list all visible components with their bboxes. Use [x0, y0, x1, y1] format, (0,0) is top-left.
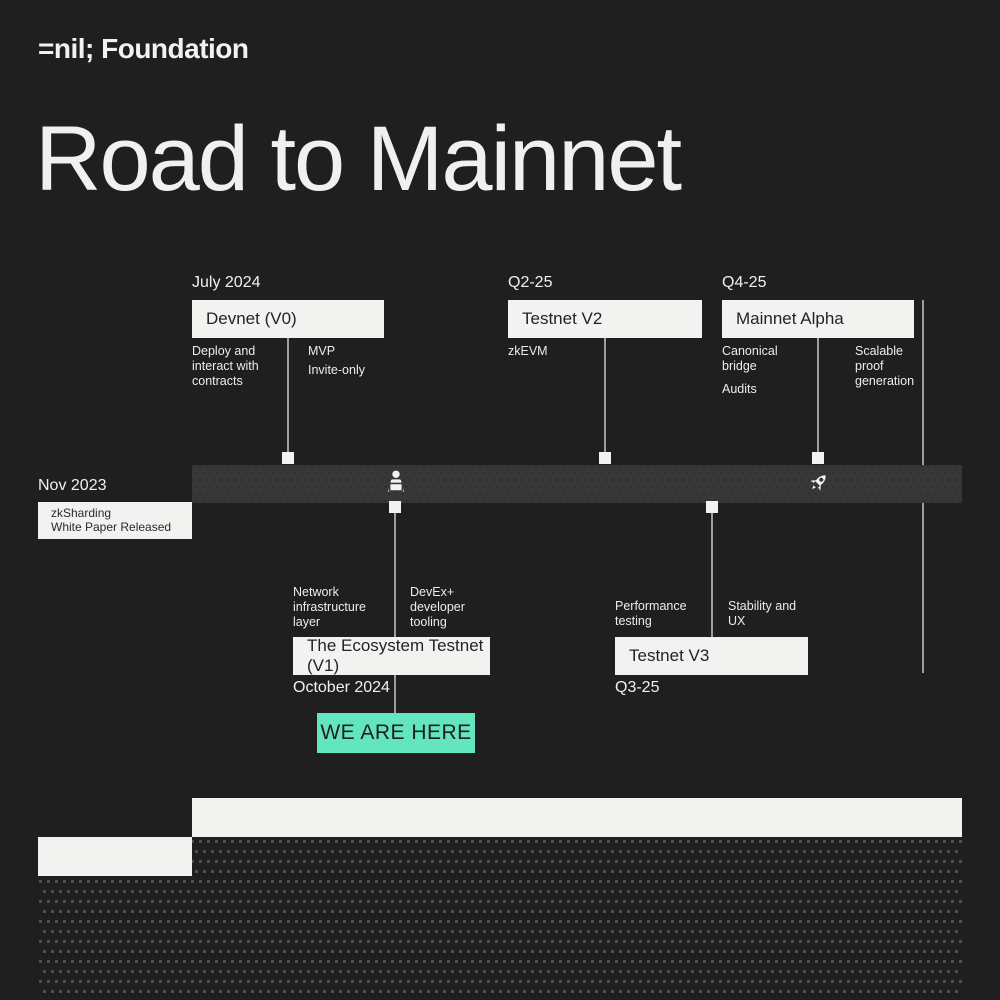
milestone-note: zkEVM: [508, 344, 548, 358]
connector-square-mainnet-alpha: [812, 452, 824, 464]
whitepaper-label-line2: White Paper Released: [51, 519, 172, 534]
milestone-note: Audits: [722, 382, 757, 396]
bottom-bar-right: [192, 798, 962, 837]
milestone-date-testnet-v1: October 2024: [293, 679, 390, 696]
milestone-note: Invite-only: [308, 363, 365, 377]
milestone-date-testnet-v2: Q2-25: [508, 274, 553, 291]
whitepaper-label-line1: zkSharding: [51, 506, 112, 520]
milestone-note: Scalable proof generation: [855, 344, 915, 388]
milestone-box-testnet-v2: Testnet V2: [508, 300, 702, 338]
page-title: Road to Mainnet: [35, 108, 682, 210]
connector-line-testnet-v2: [604, 338, 606, 454]
milestone-box-label: Devnet (V0): [206, 309, 297, 328]
rocket-icon: [804, 469, 832, 497]
connector-line-testnet-v1-lower: [394, 674, 396, 713]
dot-pattern: [38, 837, 962, 1000]
milestone-box-label: Testnet V2: [522, 309, 603, 328]
connector-line-testnet-v3: [711, 513, 713, 637]
milestone-box-label: The Ecosystem Testnet (V1): [307, 636, 484, 675]
connector-line-testnet-v1-upper: [394, 513, 396, 637]
connector-square-devnet: [282, 452, 294, 464]
milestone-box-label: Mainnet Alpha: [736, 309, 844, 328]
nil-foundation-logo: =nil; Foundation: [38, 33, 249, 64]
person-at-laptop-icon: [382, 468, 410, 496]
connector-square-testnet-v1: [389, 501, 401, 513]
milestone-box-testnet-v1: The Ecosystem Testnet (V1): [293, 636, 490, 675]
milestone-box-testnet-v3: Testnet V3: [615, 637, 808, 675]
milestone-date-devnet: July 2024: [192, 274, 261, 291]
milestone-note: Canonical bridge: [722, 344, 778, 373]
milestone-date-whitepaper: Nov 2023: [38, 477, 107, 494]
timeline-bar: [192, 465, 962, 503]
milestone-box-mainnet-alpha: Mainnet Alpha: [722, 300, 914, 338]
connector-square-testnet-v2: [599, 452, 611, 464]
milestone-note: DevEx+ developer tooling: [410, 585, 465, 629]
milestone-date-testnet-v3: Q3-25: [615, 679, 660, 696]
connector-line-mainnet-alpha: [817, 338, 819, 454]
bottom-bar-left: [38, 837, 192, 876]
milestone-date-mainnet-alpha: Q4-25: [722, 274, 767, 291]
we-are-here-banner: WE ARE HERE: [317, 713, 475, 753]
milestone-box-label: Testnet V3: [629, 646, 710, 665]
milestone-note: MVP: [308, 344, 336, 358]
connector-line-devnet: [287, 338, 289, 454]
milestone-box-devnet: Devnet (V0): [192, 300, 384, 338]
milestone-box-whitepaper: zkSharding White Paper Released: [38, 502, 192, 539]
milestone-note: Network infrastructure layer: [293, 585, 366, 629]
we-are-here-label: WE ARE HERE: [320, 721, 472, 744]
milestone-note: Deploy and interact with contracts: [192, 344, 259, 388]
milestone-note: Stability and UX: [728, 599, 797, 628]
connector-square-testnet-v3: [706, 501, 718, 513]
milestone-note: Performance testing: [615, 599, 687, 628]
